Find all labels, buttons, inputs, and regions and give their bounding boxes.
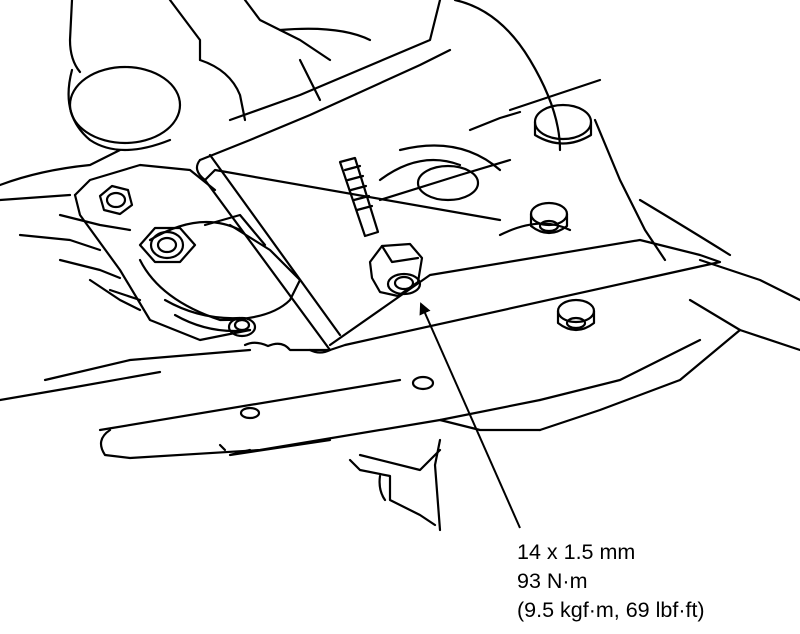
holes (416, 103, 596, 332)
torque-spec-callout: 14 x 1.5 mm 93 N·m (9.5 kgf·m, 69 lbf·ft… (517, 538, 705, 625)
body-panel (198, 0, 800, 352)
engine-mount (18, 163, 302, 342)
callout-leader-arrow (419, 302, 521, 529)
torque-nm-label: 93 N·m (517, 569, 588, 593)
bolt-size-label: 14 x 1.5 mm (517, 540, 636, 564)
mount-bolt (338, 156, 424, 298)
torque-alt-units-label: (9.5 kgf·m, 69 lbf·ft) (517, 598, 705, 622)
subframe (0, 328, 742, 532)
mount-bracket (195, 153, 722, 354)
upper-left-components (0, 0, 372, 202)
